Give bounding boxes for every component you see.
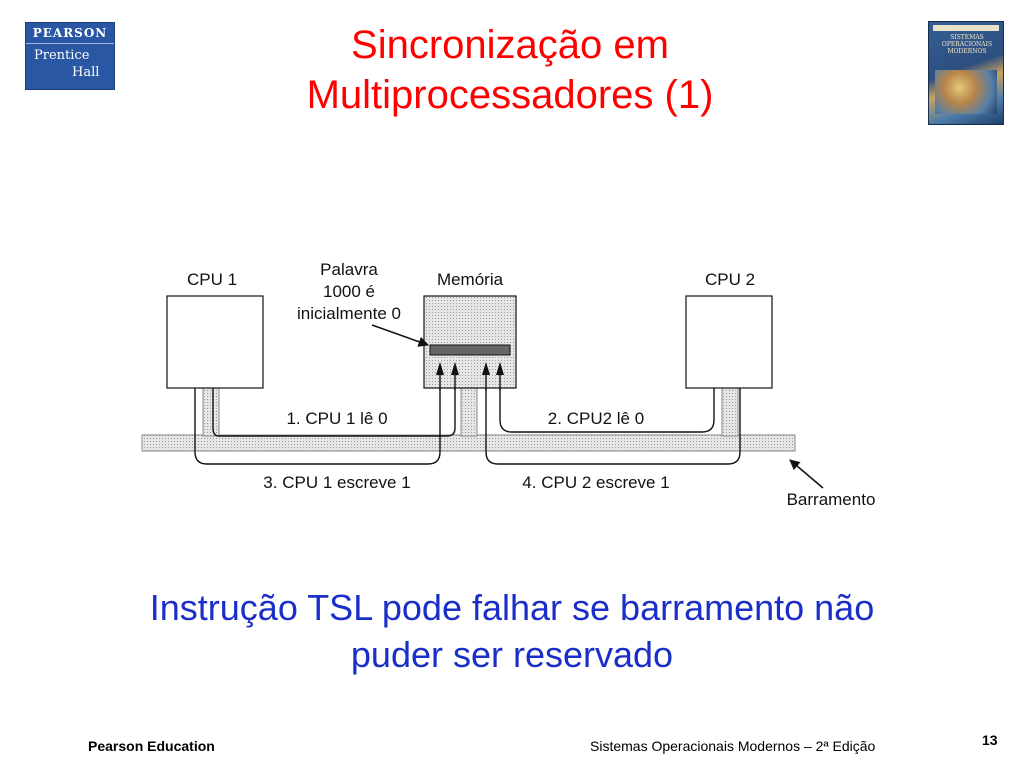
page-number: 13 <box>982 732 998 748</box>
logo-pearson-text: PEARSON <box>26 23 114 44</box>
pearson-prentice-hall-logo: PEARSON Prentice Hall <box>25 22 115 90</box>
slide-title-line1: Sincronização em <box>351 23 669 67</box>
step3-path <box>194 388 441 465</box>
bus-pointer-arrow <box>789 459 824 489</box>
step3-label: 3. CPU 1 escreve 1 <box>263 473 410 492</box>
step4-label: 4. CPU 2 escreve 1 <box>522 473 669 492</box>
slide-title: Sincronização em Multiprocessadores (1) <box>190 20 830 120</box>
cpu1-box <box>166 295 264 389</box>
footer-book-title: Sistemas Operacionais Modernos – 2ª Ediç… <box>590 738 876 754</box>
memory-label: Memória <box>437 270 504 289</box>
note-line1: Palavra <box>320 260 378 279</box>
logo-prentice-text: Prentice <box>34 48 90 63</box>
step1-arrowhead <box>451 362 459 375</box>
step2-label: 2. CPU2 lê 0 <box>548 409 644 428</box>
step4-path <box>485 388 741 465</box>
cpu2-box <box>685 295 773 389</box>
cpu1-bus-connector <box>202 387 220 437</box>
step1-path <box>212 388 456 437</box>
bus-label: Barramento <box>787 490 876 509</box>
slide-statement-line1: Instrução TSL pode falhar se barramento … <box>149 587 875 628</box>
slide-statement: Instrução TSL pode falhar se barramento … <box>40 584 984 678</box>
book-cover-artwork <box>935 70 997 114</box>
note-pointer-arrow <box>371 324 429 347</box>
slide-title-line2: Multiprocessadores (1) <box>306 73 714 117</box>
logo-hall-text: Hall <box>72 65 100 80</box>
memory-bus-connector <box>460 387 478 437</box>
step1-label: 1. CPU 1 lê 0 <box>286 409 387 428</box>
memory-word-1000 <box>429 344 511 356</box>
cpu2-label: CPU 2 <box>705 270 755 289</box>
step2-path <box>499 388 715 433</box>
bus <box>141 434 796 452</box>
book-cover-author <box>933 25 999 31</box>
cpu1-label: CPU 1 <box>187 270 237 289</box>
step4-arrowhead <box>482 362 490 375</box>
footer-publisher: Pearson Education <box>88 738 215 754</box>
step2-arrowhead <box>496 362 504 375</box>
cpu2-bus-connector <box>721 387 739 437</box>
step3-arrowhead <box>436 362 444 375</box>
note-line3: inicialmente 0 <box>297 304 401 323</box>
slide-statement-line2: puder ser reservado <box>350 634 674 675</box>
note-line2: 1000 é <box>323 282 375 301</box>
